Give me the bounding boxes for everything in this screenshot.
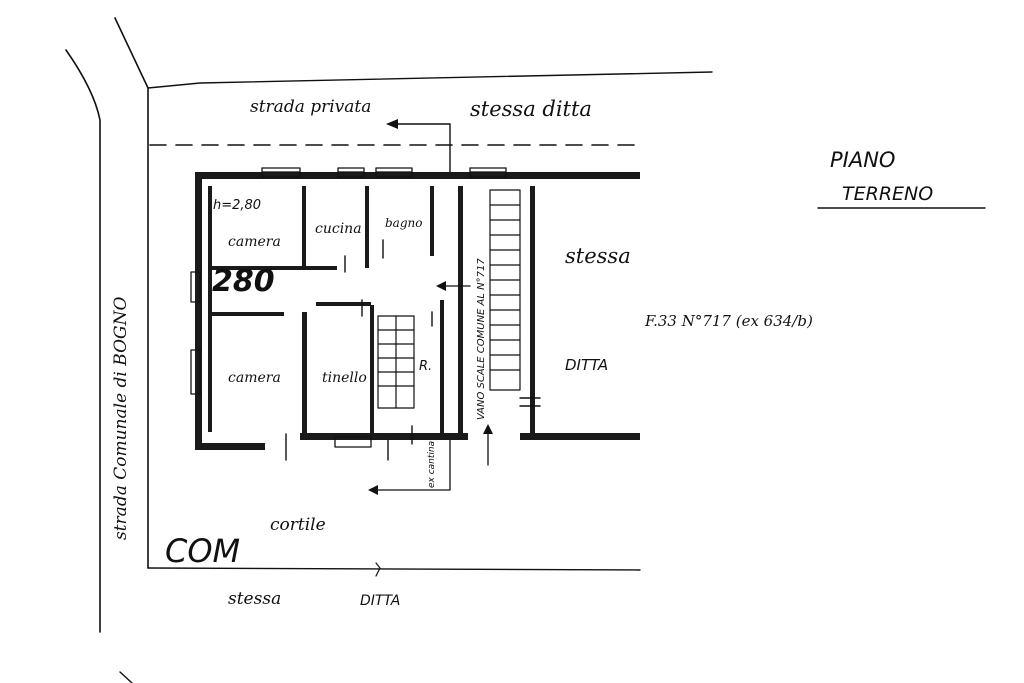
code-280-label: 280 bbox=[212, 264, 275, 299]
room-camera-top-label: camera bbox=[228, 234, 281, 250]
terreno-label: TERRENO bbox=[842, 183, 933, 205]
com-label: COM bbox=[165, 532, 240, 570]
room-camera-bottom-label: camera bbox=[228, 370, 281, 386]
height-label: h=2,80 bbox=[213, 198, 261, 213]
access-arrow-top bbox=[386, 119, 451, 173]
cortile-label: cortile bbox=[270, 515, 326, 535]
ex-cantina-label: ex cantina bbox=[427, 441, 437, 488]
ditta-bottom-label: DITTA bbox=[360, 593, 400, 609]
building-walls bbox=[195, 172, 640, 450]
street-outline bbox=[65, 17, 713, 683]
stessa-ditta-top-label: stessa ditta bbox=[470, 97, 592, 121]
piano-label: PIANO bbox=[830, 148, 895, 172]
doors bbox=[285, 239, 541, 461]
strada-comunale-label: strada Comunale di BOGNO bbox=[111, 297, 131, 540]
common-stair bbox=[489, 189, 521, 391]
room-tinello-label: tinello bbox=[322, 370, 367, 386]
direction-arrows bbox=[368, 281, 493, 495]
stessa-bottom-label: stessa bbox=[228, 589, 281, 609]
internal-stair bbox=[377, 315, 415, 409]
survey-mark bbox=[375, 562, 381, 577]
windows bbox=[190, 167, 507, 448]
strada-privata-label: strada privata bbox=[250, 97, 371, 117]
r-label: R. bbox=[419, 359, 432, 374]
ditta-right-label: DITTA bbox=[565, 356, 608, 374]
vano-scale-label: VANO SCALE COMUNE AL N°717 bbox=[476, 258, 487, 420]
room-cucina-label: cucina bbox=[315, 221, 362, 237]
room-bagno-label: bagno bbox=[385, 216, 422, 230]
stessa-right-label: stessa bbox=[565, 244, 631, 268]
foglio-label: F.33 N°717 (ex 634/b) bbox=[644, 312, 813, 330]
